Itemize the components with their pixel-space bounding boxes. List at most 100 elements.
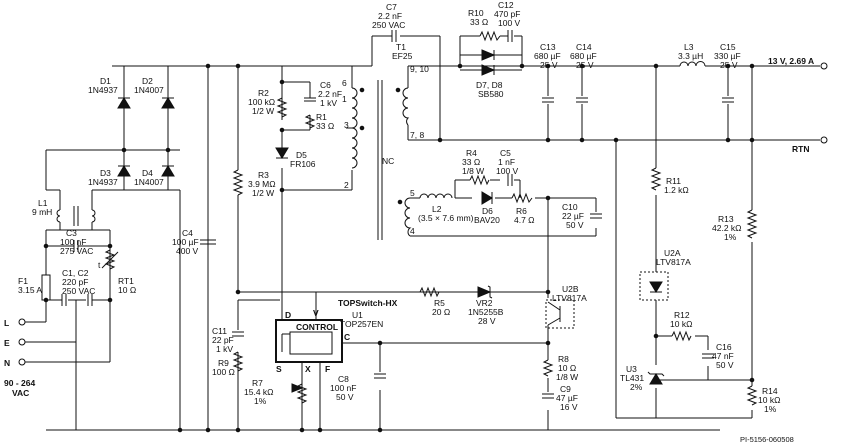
r14-tolerance: 1% (764, 404, 777, 414)
c6-ref: C6 (320, 80, 331, 90)
l2-size: (3.5 × 7.6 mm) (418, 213, 474, 223)
r5-value: 20 Ω (432, 307, 450, 317)
r10-ref: R10 (468, 8, 484, 18)
r11-ref: R11 (666, 176, 681, 186)
svg-text:L19 mH: L19 mH (32, 198, 52, 217)
c1c2-value: 220 pF (62, 277, 88, 287)
t1-pin-6: 6 (342, 78, 347, 88)
c13-ref: C13 (540, 42, 556, 52)
c8-ref: C8 (338, 374, 349, 384)
vr2-ref: VR2 (476, 298, 493, 308)
c14-ref: C14 (576, 42, 592, 52)
l2-ref: L2 (432, 204, 442, 214)
t1-pin-2: 2 (344, 180, 349, 190)
c12-value: 470 pF (494, 9, 520, 19)
r10-value: 33 Ω (470, 17, 488, 27)
transformer-t1 (346, 80, 412, 240)
c1c2-ref: C1, C2 (62, 268, 89, 278)
c3-value: 100 nF (60, 237, 86, 247)
c14-rating: 25 V (576, 60, 594, 70)
t1-pin-7-8: 7, 8 (410, 130, 424, 140)
d1-part: 1N4937 (88, 85, 118, 95)
c4-ref: C4 (182, 228, 193, 238)
c13-rating: 25 V (540, 60, 558, 70)
t1-pin-4: 4 (410, 226, 415, 236)
c10-value: 22 µF (562, 211, 584, 221)
input-unit: VAC (12, 388, 29, 398)
u3-tolerance: 2% (630, 382, 643, 392)
c15-rating: 25 V (720, 60, 738, 70)
c15-value: 330 µF (714, 51, 741, 61)
r1-ref: R1 (316, 112, 327, 122)
r6-value: 4.7 Ω (514, 215, 535, 225)
r13-ref: R13 (718, 214, 734, 224)
l3-ref: L3 (684, 42, 694, 52)
r7-tolerance: 1% (254, 396, 267, 406)
u1-part: TOP257EN (340, 319, 383, 329)
pin-f-label: F (325, 364, 330, 374)
input-voltage: 90 - 264 (4, 378, 35, 388)
rt1-ref: RT1 (118, 276, 134, 286)
d4-part: 1N4007 (134, 177, 164, 187)
figure-id: PI-5156-060508 (740, 435, 794, 444)
d3-ref: D3 (100, 168, 111, 178)
d2-part: 1N4007 (134, 85, 164, 95)
r3-ref: R3 (258, 170, 269, 180)
d3-part: 1N4937 (88, 177, 118, 187)
c16-value: 47 nF (712, 351, 734, 361)
r1-value: 33 Ω (316, 121, 334, 131)
d5-part: FR106 (290, 159, 316, 169)
ic-family-label: TOPSwitch-HX (338, 298, 398, 308)
u3-ref: U3 (626, 364, 637, 374)
t1-pin-3: 3 (344, 120, 349, 130)
l3-value: 3.3 µH (678, 51, 703, 61)
r9-value: 100 Ω (212, 367, 235, 377)
c9-rating: 16 V (560, 402, 578, 412)
c14-value: 680 µF (570, 51, 597, 61)
svg-text:F13.15 A: F13.15 A (18, 276, 42, 295)
capacitor-symbols (60, 30, 734, 399)
terminal-l-label: L (4, 318, 9, 328)
d2-ref: D2 (142, 76, 153, 86)
wires (22, 35, 820, 431)
diode-d6 (481, 191, 493, 205)
u2a-part: LTV817A (656, 257, 691, 267)
c12-rating: 100 V (498, 18, 521, 28)
d4-ref: D4 (142, 168, 153, 178)
thermistor-mark: t (98, 260, 101, 270)
output-main-label: 13 V, 2.69 A (768, 56, 814, 66)
c9-value: 47 µF (556, 393, 578, 403)
diode-d2 (161, 97, 175, 109)
r2-ref: R2 (258, 88, 269, 98)
pin-s-label: S (276, 364, 282, 374)
r2-value: 100 kΩ (248, 97, 275, 107)
r9-ref: R9 (218, 358, 229, 368)
diode-d8 (481, 64, 496, 76)
diode-d1 (117, 97, 131, 109)
c1c2-rating: 250 VAC (62, 286, 95, 296)
svg-text:R64.7 Ω: R64.7 Ω (514, 206, 535, 225)
u2b-part: LTV817A (552, 293, 587, 303)
c10-ref: C10 (562, 202, 578, 212)
